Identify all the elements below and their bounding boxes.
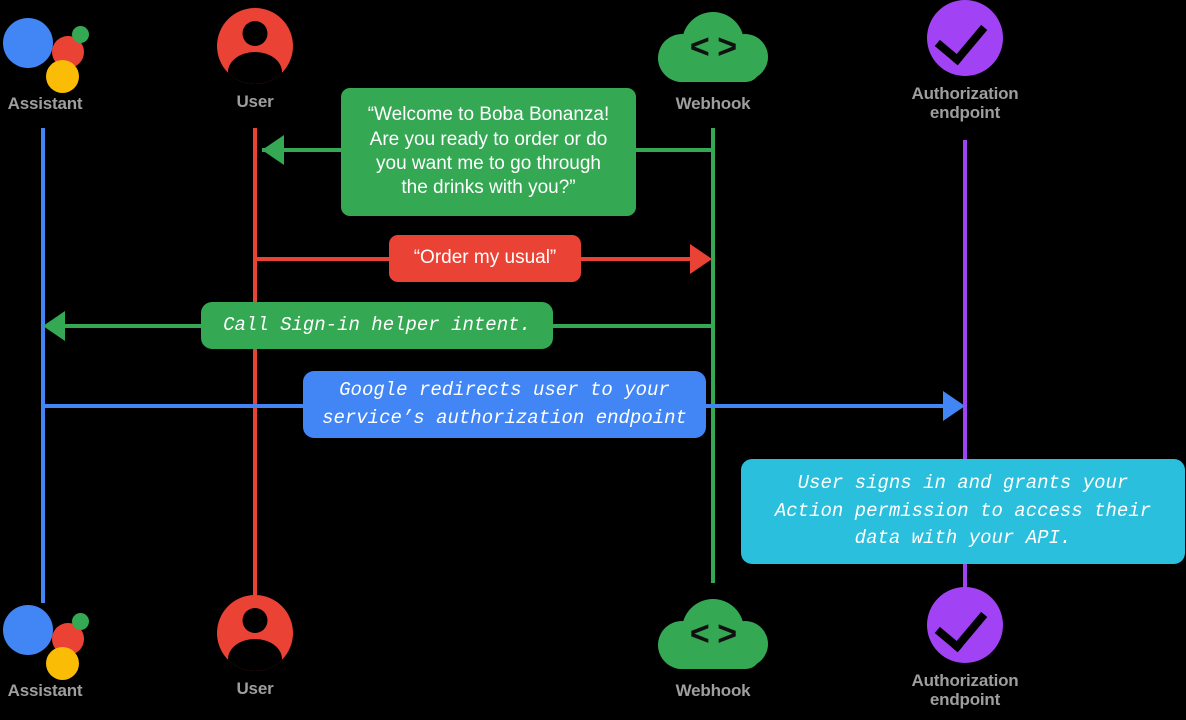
arrow-head-redirect: [943, 391, 965, 421]
assistant-logo-yellow-dot-bottom: [46, 647, 79, 680]
arrow-head-welcome: [262, 135, 284, 165]
message-bubble-signin: Call Sign-in helper intent.: [201, 302, 553, 349]
checkmark-glyph-bottom: [934, 597, 988, 653]
cloud-code-icon: < >: [658, 8, 768, 88]
user-avatar-head: [242, 21, 268, 46]
actor-webhook-bottom: < > Webhook: [658, 595, 768, 700]
actor-label-auth: Authorization endpoint: [911, 84, 1019, 123]
actor-assistant-bottom: Assistant: [0, 595, 90, 700]
message-bubble-welcome: “Welcome to Boba Bonanza! Are you ready …: [341, 88, 636, 216]
cloud-base-bottom: [666, 641, 760, 669]
user-avatar-icon-bottom: [217, 595, 293, 671]
assistant-logo-blue-dot: [3, 18, 53, 68]
actor-label-auth-bottom: Authorization endpoint: [911, 671, 1019, 710]
lifeline-assistant: [41, 128, 45, 603]
message-bubble-signs-in: User signs in and grants your Action per…: [741, 459, 1185, 564]
user-avatar-body: [228, 52, 282, 84]
actor-label-user-bottom: User: [236, 679, 274, 698]
arrow-head-order: [690, 244, 712, 274]
purple-check-icon: [927, 0, 1003, 76]
arrow-head-signin: [43, 311, 65, 341]
user-avatar-body-bottom: [228, 639, 282, 671]
assistant-logo-blue-dot-bottom: [3, 605, 53, 655]
assistant-logo-yellow-dot: [46, 60, 79, 93]
actor-label-webhook: Webhook: [675, 94, 751, 113]
google-assistant-logo-icon: [0, 8, 90, 94]
user-avatar-icon: [217, 8, 293, 84]
assistant-logo-green-dot: [72, 26, 89, 43]
checkmark-glyph: [934, 10, 988, 66]
actor-label-assistant-bottom: Assistant: [7, 681, 83, 700]
lifeline-webhook: [711, 128, 715, 583]
actor-webhook-top: < > Webhook: [658, 8, 768, 113]
lifeline-auth: [963, 140, 967, 595]
actor-auth-top: Authorization endpoint: [880, 0, 1050, 122]
actor-label-user: User: [236, 92, 274, 111]
lifeline-user: [253, 128, 257, 603]
message-bubble-order: “Order my usual”: [389, 235, 581, 282]
code-brackets-glyph: < >: [689, 28, 737, 66]
actor-auth-bottom: Authorization endpoint: [880, 587, 1050, 709]
actor-assistant-top: Assistant: [0, 8, 90, 113]
assistant-logo-green-dot-bottom: [72, 613, 89, 630]
google-assistant-logo-icon-bottom: [0, 595, 90, 681]
actor-label-assistant: Assistant: [7, 94, 83, 113]
cloud-base: [666, 54, 760, 82]
message-bubble-redirect: Google redirects user to your service’s …: [303, 371, 706, 438]
actor-user-bottom: User: [217, 595, 293, 698]
cloud-code-icon-bottom: < >: [658, 595, 768, 675]
code-brackets-glyph-bottom: < >: [689, 615, 737, 653]
actor-label-webhook-bottom: Webhook: [675, 681, 751, 700]
actor-user-top: User: [217, 8, 293, 111]
purple-check-icon-bottom: [927, 587, 1003, 663]
user-avatar-head-bottom: [242, 608, 268, 633]
